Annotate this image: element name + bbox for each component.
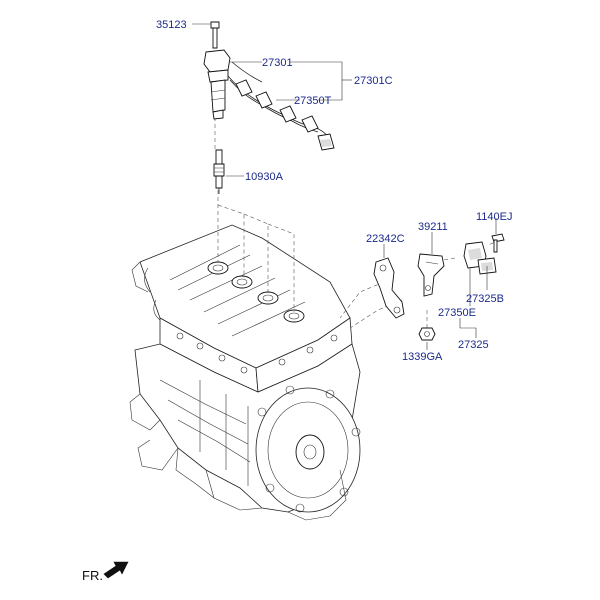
front-marker: FR. (82, 561, 129, 583)
label-27350t: 27350T (294, 95, 332, 107)
bracket-22342c (373, 257, 405, 319)
bolt-1140ej (491, 233, 505, 253)
label-10930a: 10930A (245, 171, 284, 183)
coil-harness (227, 61, 335, 151)
cam-sensor (463, 241, 497, 275)
label-35123: 35123 (156, 19, 187, 31)
bracket-39211 (417, 253, 445, 297)
label-1339ga: 1339GA (402, 351, 443, 363)
part-labels: 35123 27301 27301C 27350T 10930A 22342C … (156, 19, 513, 363)
label-22342c: 22342C (366, 233, 405, 245)
label-1140ej: 1140EJ (476, 211, 513, 223)
engine-block (129, 224, 361, 521)
label-27301: 27301 (262, 57, 293, 69)
label-27350e: 27350E (438, 307, 476, 319)
spark-plug (213, 149, 225, 194)
leader-lines (192, 23, 497, 350)
label-27325: 27325 (458, 339, 489, 351)
front-marker-label: FR. (82, 568, 103, 583)
label-39211: 39211 (418, 221, 448, 233)
ignition-coil (203, 21, 231, 120)
front-arrow-icon (103, 561, 129, 579)
label-27301c: 27301C (354, 75, 393, 87)
nut-1339ga (418, 327, 436, 341)
label-27325b: 27325B (466, 293, 504, 305)
